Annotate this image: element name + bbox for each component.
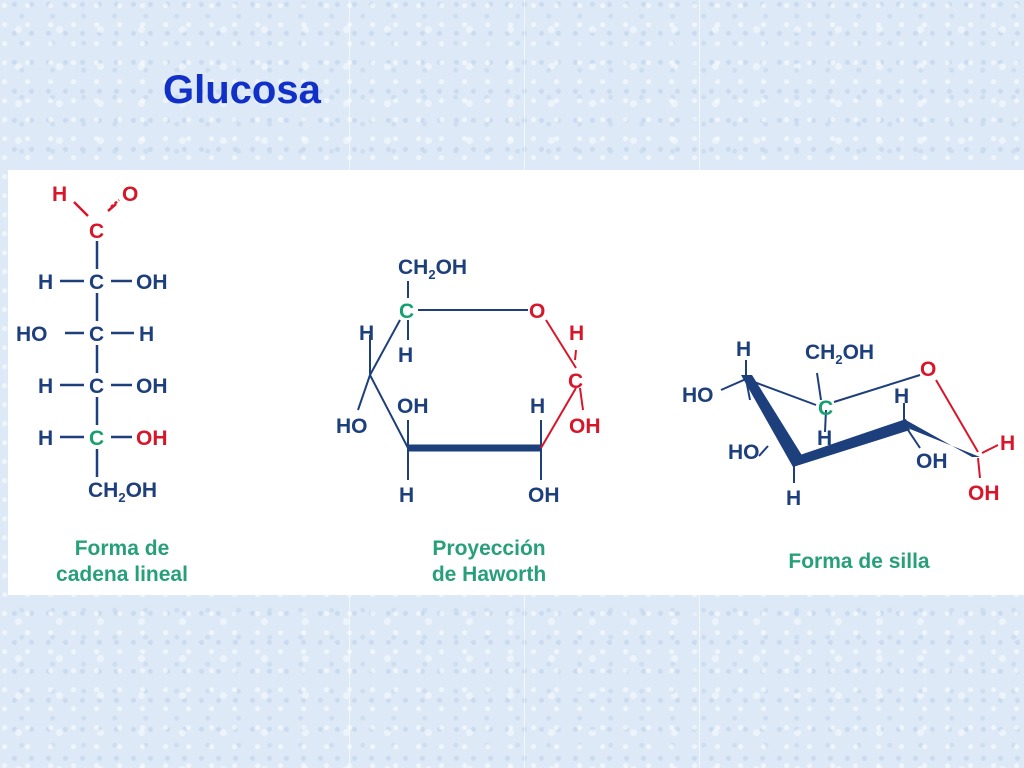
chair-ring-oxygen: O (920, 358, 936, 381)
haworth-c4-h-atom: H (359, 322, 374, 345)
chair-c3-ho-group: HO (728, 441, 760, 464)
haworth-c5-h-atom: H (398, 344, 413, 367)
chair-caption: Forma de silla (788, 550, 930, 573)
haworth-ch2oh-group: CH2OH (398, 256, 467, 282)
c3-h-atom: H (139, 323, 154, 346)
aldehyde-h-atom: H (52, 183, 67, 206)
chair-conformation-structure: H CH2OH O HO C H H HO OH H H OH Forma de… (682, 338, 1015, 573)
haworth-projection-structure: CH2OH C O H C OH H H HO OH H H OH Proyec… (336, 256, 601, 586)
chair-c1-h-atom: H (1000, 432, 1015, 455)
c2-oh-group: OH (136, 271, 168, 294)
chair-c5-h-atom: H (817, 427, 832, 450)
c1-carbon-atom: C (89, 220, 104, 243)
linear-chain-structure: H O C H C OH HO C H H C OH H C OH CH2OH … (16, 183, 188, 586)
c4-oh-group: OH (136, 375, 168, 398)
haworth-c4-ho-group: HO (336, 415, 368, 438)
linear-caption-line-1: Forma de (75, 537, 170, 560)
slide-title: Glucosa (163, 68, 321, 112)
haworth-caption-line-2: de Haworth (432, 563, 546, 586)
glucose-structures-diagram: H O C H C OH HO C H H C OH H C OH CH2OH … (16, 183, 1015, 586)
haworth-c1-oh-group: OH (569, 415, 601, 438)
chair-front-bond (793, 419, 910, 467)
haworth-c2-h-atom: H (530, 395, 545, 418)
chair-c4-h-atom: H (736, 338, 751, 361)
haworth-c3-oh-group: OH (397, 395, 429, 418)
chair-back-left-bond (741, 375, 803, 467)
chair-c2-oh-group: OH (916, 450, 948, 473)
chair-c4-ho-group: HO (682, 384, 714, 407)
chair-c5-carbon: C (818, 397, 833, 420)
haworth-c2-oh-group: OH (528, 484, 560, 507)
c2-carbon-atom: C (89, 271, 104, 294)
chair-c2-h-atom: H (894, 385, 909, 408)
c2-h-atom: H (38, 271, 53, 294)
chair-c1-oh-group: OH (968, 482, 1000, 505)
c6-ch2oh-group: CH2OH (88, 479, 157, 505)
c5-oh-group: OH (136, 427, 168, 450)
aldehyde-o-atom: O (122, 183, 138, 206)
c4-h-atom: H (38, 375, 53, 398)
chair-c3-h-atom: H (786, 487, 801, 510)
figure-panel: H O C H C OH HO C H H C OH H C OH CH2OH … (8, 170, 1024, 595)
haworth-ring-oxygen: O (529, 300, 545, 323)
c5-carbon-atom: C (89, 427, 104, 450)
linear-caption-line-2: cadena lineal (56, 563, 188, 586)
haworth-caption-line-1: Proyección (432, 537, 545, 560)
c3-ho-group: HO (16, 323, 48, 346)
chair-ch2oh-group: CH2OH (805, 341, 874, 367)
c3-carbon-atom: C (89, 323, 104, 346)
haworth-c5-carbon: C (399, 300, 414, 323)
haworth-c1-h-atom: H (569, 322, 584, 345)
c5-h-atom: H (38, 427, 53, 450)
haworth-c1-carbon: C (568, 370, 583, 393)
haworth-c3-h-atom: H (399, 484, 414, 507)
c4-carbon-atom: C (89, 375, 104, 398)
